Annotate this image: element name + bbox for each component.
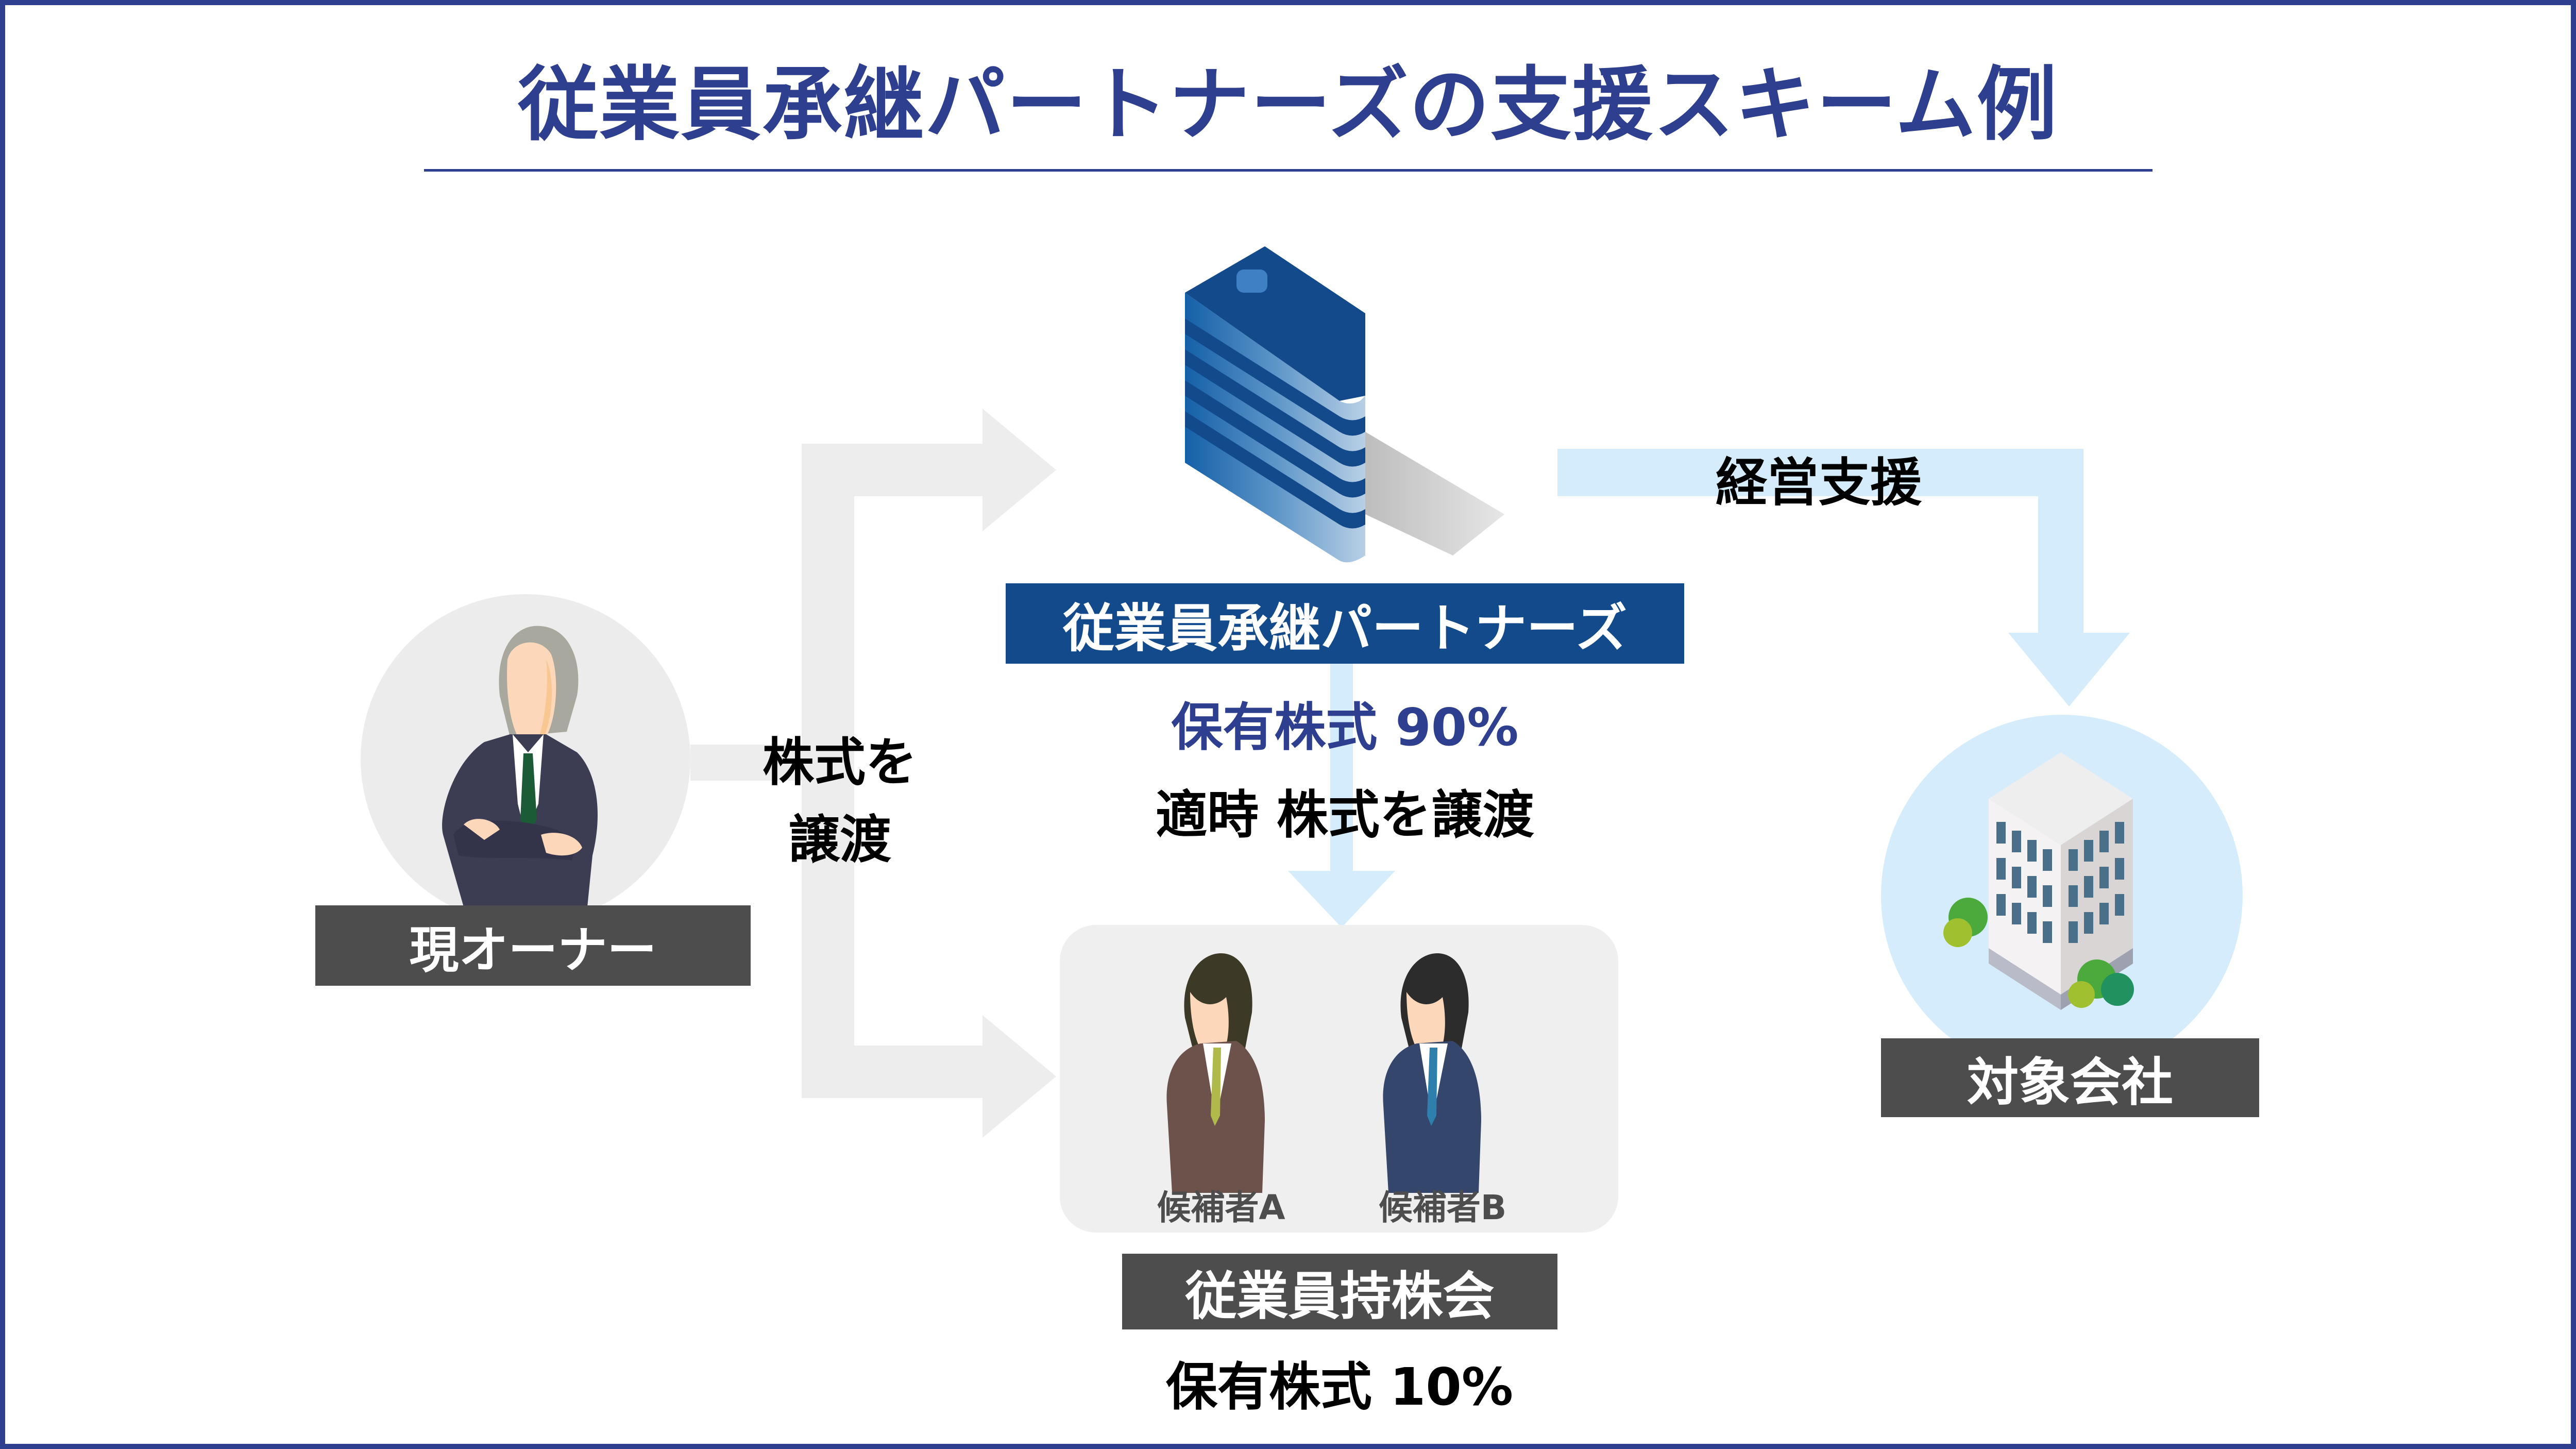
share-transfer-label: 株式を 譲渡 — [732, 724, 948, 879]
management-support-label: 経営支援 — [1716, 452, 1922, 513]
esop-holding: 保有株式 10% — [1165, 1357, 1514, 1417]
target-company-label: 対象会社 — [1881, 1038, 2259, 1117]
owner-label: 現オーナー — [315, 905, 751, 986]
businessman-arms-crossed-icon — [442, 626, 598, 907]
timely-transfer-note: 適時 株式を譲渡 — [1156, 785, 1534, 845]
partner-holding: 保有株式 90% — [1171, 697, 1519, 757]
title-underline — [424, 169, 2153, 172]
candidate-b-label: 候補者B — [1378, 1188, 1507, 1227]
share-transfer-label-line1: 株式を — [762, 732, 917, 793]
blue-office-tower-icon — [1185, 246, 1504, 563]
share-transfer-label-line2: 譲渡 — [788, 810, 891, 870]
businessman-brown-suit-icon — [1166, 953, 1265, 1193]
partner-label: 従業員承継パートナーズ — [1006, 583, 1684, 664]
businessman-navy-suit-icon — [1383, 953, 1481, 1193]
esop-label: 従業員持株会 — [1122, 1254, 1557, 1329]
page-title: 従業員承継パートナーズの支援スキーム例 — [518, 58, 2058, 151]
candidate-a-label: 候補者A — [1157, 1188, 1285, 1227]
esop-members-panel — [1060, 925, 1618, 1233]
white-office-building-icon — [1943, 752, 2134, 1010]
